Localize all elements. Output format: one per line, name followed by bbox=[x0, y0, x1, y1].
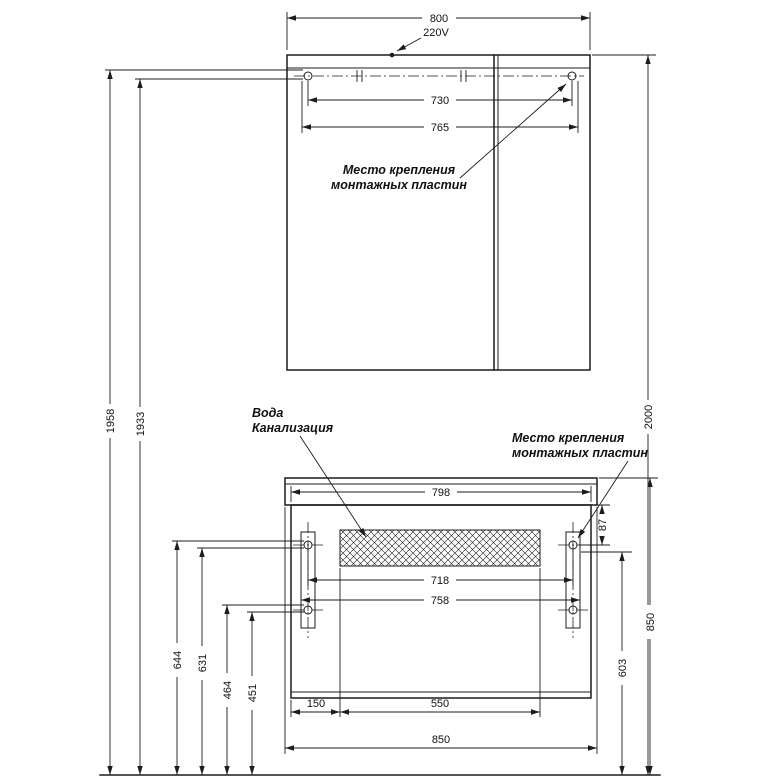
dim-vanity-top-width: 798 bbox=[290, 485, 592, 502]
dim-label-850-right: 850 bbox=[645, 613, 657, 631]
plumbing-note-line1: Вода bbox=[252, 406, 283, 420]
mounting-note-top-line1: Место крепления bbox=[343, 163, 456, 177]
dim-label-798: 798 bbox=[432, 487, 450, 499]
dim-bottom-opening-550: 550 bbox=[340, 568, 541, 717]
plumbing-opening-hatch bbox=[339, 529, 541, 567]
note-mounting-plates-bottom: Место крепления монтажных пластин bbox=[512, 431, 648, 539]
mounting-hole-left bbox=[303, 71, 313, 81]
dim-vanity-plates-span: 758 bbox=[300, 593, 581, 607]
mirror-cabinet-outline bbox=[286, 54, 591, 371]
dim-label-850-bottom: 850 bbox=[432, 734, 450, 746]
dim-height-850-right: 850 bbox=[599, 477, 658, 775]
vanity-hole-upper-left bbox=[303, 540, 313, 550]
dim-label-765: 765 bbox=[431, 122, 449, 134]
dim-label-87: 87 bbox=[597, 519, 609, 531]
dim-plate-top-offset: 87 bbox=[579, 504, 610, 546]
vanity-body bbox=[290, 504, 592, 699]
dim-bottom-offset-150: 150 bbox=[290, 568, 341, 717]
dim-height-603: 603 bbox=[581, 551, 632, 775]
dim-label-800: 800 bbox=[430, 13, 448, 25]
note-mounting-plates-top: Место крепления монтажных пластин bbox=[331, 83, 567, 192]
dim-bottom-width-850: 850 bbox=[284, 507, 598, 754]
mounting-note-bottom-line2: монтажных пластин bbox=[512, 446, 648, 460]
mounting-note-top-line2: монтажных пластин bbox=[331, 178, 467, 192]
mounting-hole-right bbox=[567, 71, 577, 81]
vanity-cabinet bbox=[284, 477, 598, 699]
note-water-sewage: Вода Канализация bbox=[252, 406, 367, 538]
dim-label-631: 631 bbox=[197, 654, 209, 672]
dim-vanity-holes-span: 718 bbox=[307, 550, 574, 587]
power-label: 220V bbox=[423, 27, 449, 39]
dim-height-631: 631 bbox=[195, 547, 304, 775]
dim-mirror-plates-span: 765 bbox=[301, 81, 579, 134]
mounting-note-bottom-line1: Место крепления bbox=[512, 431, 625, 445]
dim-label-758: 758 bbox=[431, 595, 449, 607]
dim-height-1933: 1933 bbox=[133, 78, 303, 775]
vanity-hole-lower-left bbox=[303, 605, 313, 615]
dim-label-730: 730 bbox=[431, 95, 449, 107]
dim-height-1958: 1958 bbox=[103, 69, 303, 775]
dim-label-603: 603 bbox=[617, 659, 629, 677]
dim-label-150: 150 bbox=[307, 698, 325, 710]
dim-label-644: 644 bbox=[172, 651, 184, 669]
dim-label-1933: 1933 bbox=[135, 412, 147, 436]
dim-label-451: 451 bbox=[247, 684, 259, 702]
dim-mirror-holes-span: 730 bbox=[307, 81, 573, 107]
mirror-cabinet bbox=[286, 52, 591, 371]
dim-label-2000: 2000 bbox=[643, 405, 655, 429]
dim-label-1958: 1958 bbox=[105, 409, 117, 433]
dim-label-550: 550 bbox=[431, 698, 449, 710]
vanity-hole-upper-right bbox=[568, 540, 578, 550]
dim-height-451: 451 bbox=[245, 611, 304, 775]
vanity-hole-lower-right bbox=[568, 605, 578, 615]
dim-mirror-width: 800 bbox=[286, 11, 591, 50]
plumbing-note-line2: Канализация bbox=[252, 421, 334, 435]
dim-height-464: 464 bbox=[220, 604, 304, 775]
cable-outlet-mark bbox=[389, 52, 395, 58]
dim-label-718: 718 bbox=[431, 575, 449, 587]
note-220v: 220V bbox=[396, 27, 450, 52]
dim-label-464: 464 bbox=[222, 681, 234, 699]
dim-height-644: 644 bbox=[170, 540, 304, 775]
